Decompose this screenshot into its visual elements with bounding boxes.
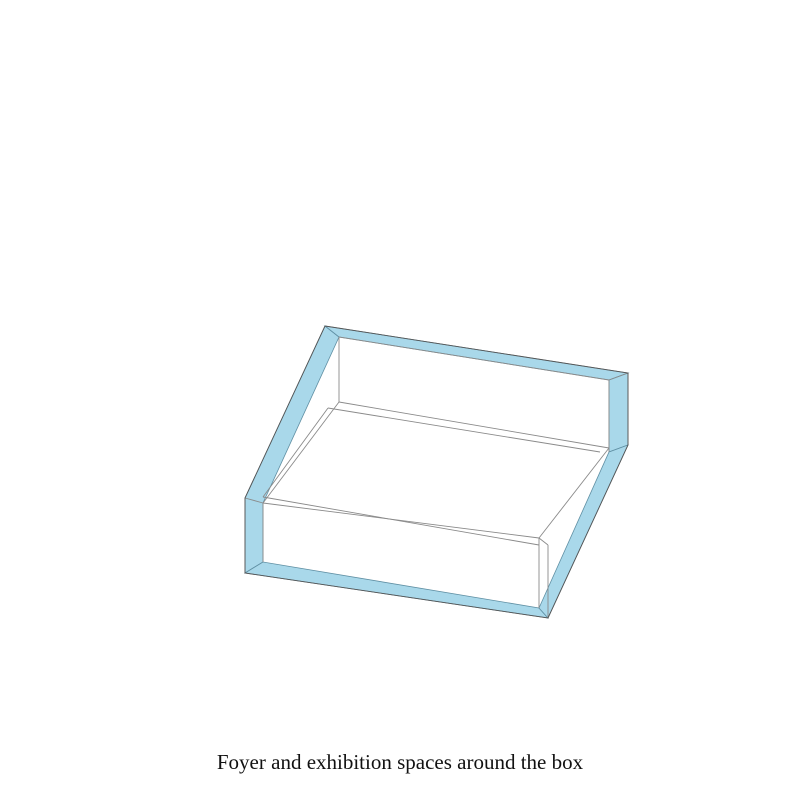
foyer-zone-left-face [244,325,340,574]
foyer-zone-front-face [243,561,550,619]
outer-box-outline [244,325,629,619]
foyer-zone-right-face [608,372,629,453]
foyer-exhibition-zone [243,325,630,619]
inner-box-wireframe [244,336,629,618]
foyer-zone-right-diagonal [538,444,629,619]
foyer-zone-back-face [323,325,630,381]
diagram-caption: Foyer and exhibition spaces around the b… [216,750,584,774]
